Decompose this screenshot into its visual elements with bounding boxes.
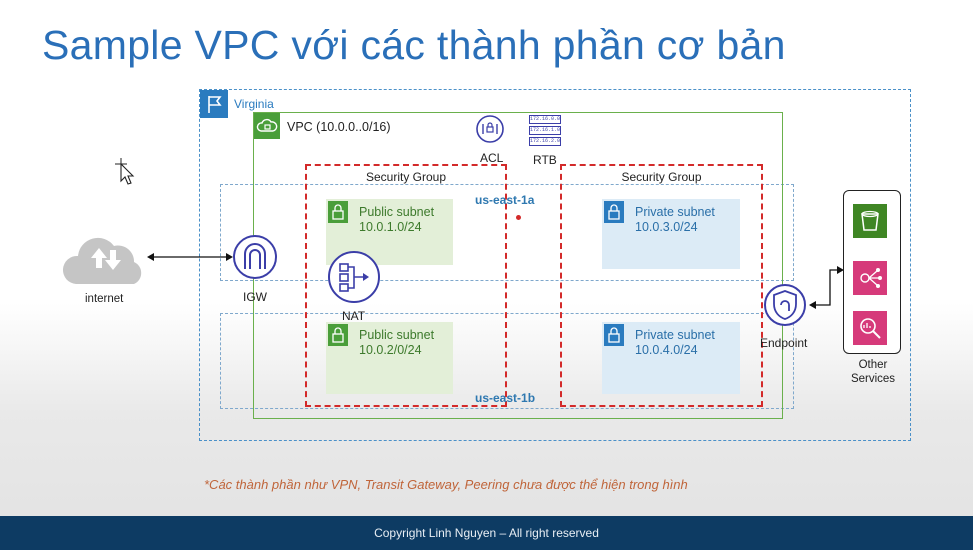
sns-icon (853, 261, 887, 295)
red-dot (516, 215, 521, 220)
footnote: *Các thành phần như VPN, Transit Gateway… (204, 477, 688, 492)
public-subnet-2: Public subnet 10.0.2/0/24 (326, 322, 453, 394)
other-services-label: Other Services (850, 359, 896, 385)
vpc-label: VPC (10.0.0..0/16) (287, 120, 391, 134)
igw-label: IGW (243, 290, 267, 304)
rtb-label: RTB (533, 153, 557, 167)
rtb-row: 172.16.1.0 (529, 126, 561, 135)
private-subnet-2: Private subnet 10.0.4.0/24 (602, 322, 740, 394)
subnet-cidr: 10.0.3.0/24 (635, 220, 698, 234)
slide-title: Sample VPC với các thành phần cơ bản (42, 22, 786, 68)
s3-bucket-icon (853, 204, 887, 238)
internet-label: internet (85, 293, 124, 305)
az-label-1b: us-east-1b (475, 391, 536, 405)
region-container: Virginia (199, 89, 911, 441)
lock-icon (604, 324, 624, 346)
endpoint-services-arrow (809, 266, 844, 309)
subnet-cidr: 10.0.4.0/24 (635, 343, 698, 357)
subnet-name: Private subnet (635, 205, 715, 219)
vpc-cloud-icon (254, 113, 280, 139)
endpoint-label: Endpoint (760, 336, 808, 350)
subnet-name: Public subnet (359, 205, 435, 219)
nat-icon (328, 251, 380, 303)
private-subnet-1: Private subnet 10.0.3.0/24 (602, 199, 740, 269)
public-subnet-1: Public subnet 10.0.1.0/24 (326, 199, 453, 265)
acl-label: ACL (480, 151, 504, 165)
region-flag-icon (200, 90, 228, 118)
az-label-1a: us-east-1a (475, 193, 535, 207)
internet-cloud-icon (62, 237, 142, 284)
mouse-cursor-icon (115, 158, 135, 185)
region-label: Virginia (234, 97, 274, 111)
rtb-row: 172.16.0.0 (529, 115, 561, 124)
lock-icon (328, 324, 348, 346)
subnet-name: Public subnet (359, 328, 435, 342)
rtb-row: 172.16.2.0 (529, 137, 561, 146)
availability-zone-1b (220, 313, 794, 409)
subnet-cidr: 10.0.1.0/24 (359, 220, 422, 234)
igw-icon (233, 235, 277, 279)
nat-label: NAT (342, 309, 366, 323)
subnet-name: Private subnet (635, 328, 715, 342)
subnet-cidr: 10.0.2/0/24 (359, 343, 422, 357)
security-group-label: Security Group (365, 170, 447, 184)
lock-icon (328, 201, 348, 223)
search-service-icon (853, 311, 887, 345)
security-group-label: Security Group (621, 170, 702, 184)
lock-icon (604, 201, 624, 223)
security-group-private: Security Group (560, 164, 763, 407)
internet-igw-arrow (147, 253, 233, 261)
security-group-public: Security Group (305, 164, 507, 407)
endpoint-icon (764, 284, 806, 326)
footer-bar: Copyright Linh Nguyen – All right reserv… (0, 516, 973, 550)
copyright-text: Copyright Linh Nguyen – All right reserv… (374, 526, 599, 540)
acl-icon (476, 115, 504, 143)
other-services-box (843, 190, 901, 354)
rtb-icon: 172.16.0.0 172.16.1.0 172.16.2.0 (529, 115, 561, 147)
availability-zone-1a (220, 184, 794, 281)
